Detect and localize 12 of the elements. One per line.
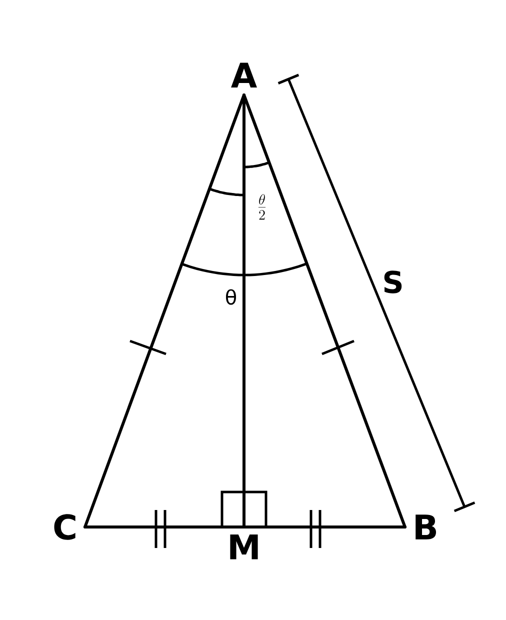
angle-label: $\frac{\theta}{2}$ — [258, 194, 266, 220]
length-label: S — [384, 270, 402, 294]
triangle-side — [242, 94, 246, 528]
triangle-side — [84, 94, 246, 528]
vertex-label: A — [231, 62, 257, 88]
vertex-label: B — [416, 514, 436, 540]
triangle-side — [84, 526, 246, 528]
vertex-label: M — [230, 534, 258, 560]
vertex-label: C — [54, 514, 76, 540]
angle-label: θ — [226, 289, 236, 305]
triangle-side — [242, 94, 406, 528]
triangle-side — [242, 526, 406, 528]
